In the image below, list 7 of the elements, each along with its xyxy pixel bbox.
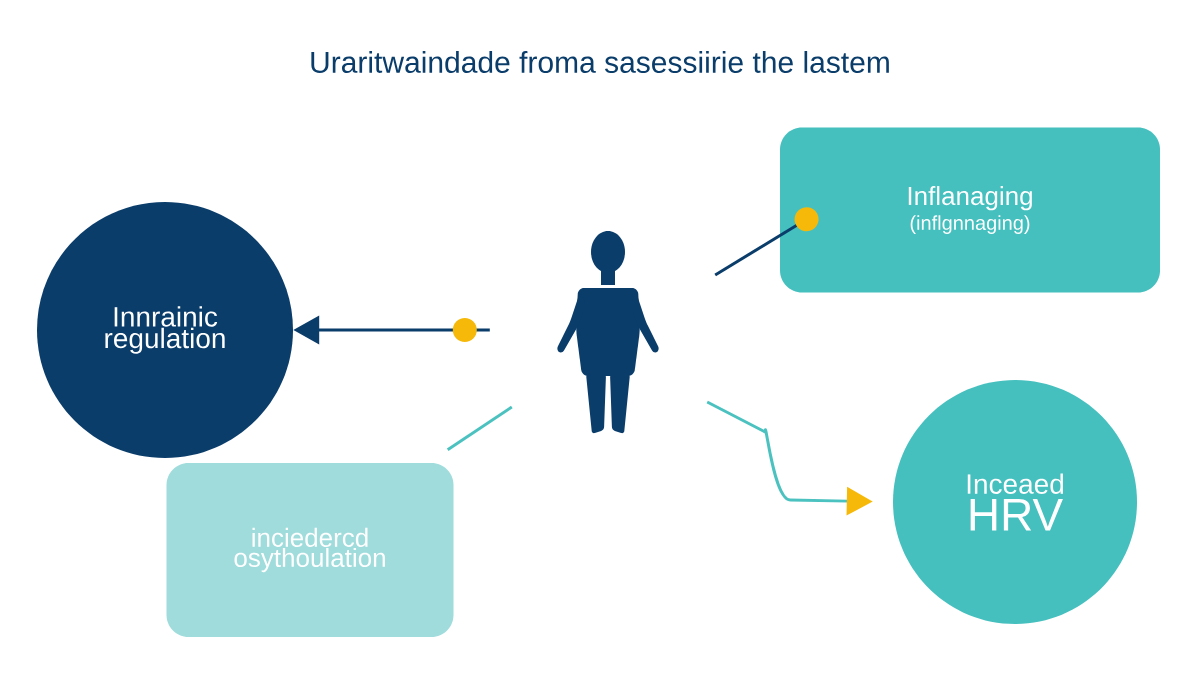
person-drawing: [557, 231, 659, 434]
circle-node: Inceaed HRV: [893, 380, 1137, 624]
arrow: [714, 207, 819, 277]
title: Uraritwaindade froma sasessiirie the lastem: [311, 51, 889, 73]
circle-node: Innrainic regulation: [37, 202, 293, 458]
rounded-box: inciedercd osythoulation: [166, 463, 454, 637]
rounded-box: Inflanaging (inflgnnaging): [780, 127, 1160, 293]
